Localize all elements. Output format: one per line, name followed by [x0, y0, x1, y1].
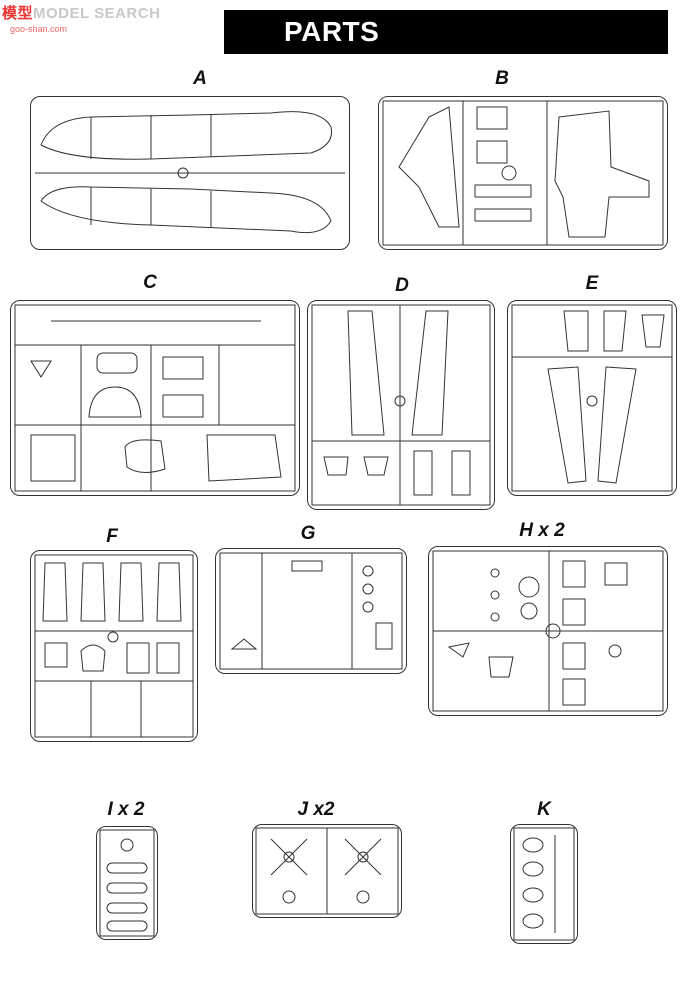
sprue-h [428, 546, 668, 716]
page-title: PARTS [284, 16, 380, 47]
sprue-label-b: B [495, 68, 509, 89]
sprue-c [10, 300, 300, 496]
title-bar: PARTS [224, 10, 668, 54]
sprue-k [510, 824, 578, 944]
sprue-label-a: A [193, 68, 207, 89]
sprue-label-e: E [585, 273, 599, 294]
sprue-label-j: J x2 [297, 799, 335, 820]
sprue-a [30, 96, 350, 250]
sprue-label-f: F [106, 526, 118, 547]
sprue-d [307, 300, 495, 510]
sprue-b [378, 96, 668, 250]
sprue-label-i: I x 2 [107, 799, 145, 820]
watermark-mark: 模型 [2, 5, 34, 22]
page-header: 模型MODEL SEARCH goo-shan.com PARTS [0, 0, 668, 56]
sprue-label-g: G [300, 523, 316, 544]
watermark-url: goo-shan.com [10, 24, 68, 34]
sprue-i [96, 826, 158, 940]
watermark-logo: 模型MODEL SEARCH goo-shan.com [2, 2, 162, 38]
sprue-label-d: D [395, 275, 409, 296]
sprue-e [507, 300, 677, 496]
sprue-j [252, 824, 402, 918]
sprue-label-k: K [537, 799, 551, 820]
sprue-label-h: H x 2 [519, 520, 565, 541]
sprue-label-c: C [143, 272, 157, 293]
watermark-brand: MODEL SEARCH [33, 5, 161, 22]
sprue-f [30, 550, 198, 742]
sprue-g [215, 548, 407, 674]
